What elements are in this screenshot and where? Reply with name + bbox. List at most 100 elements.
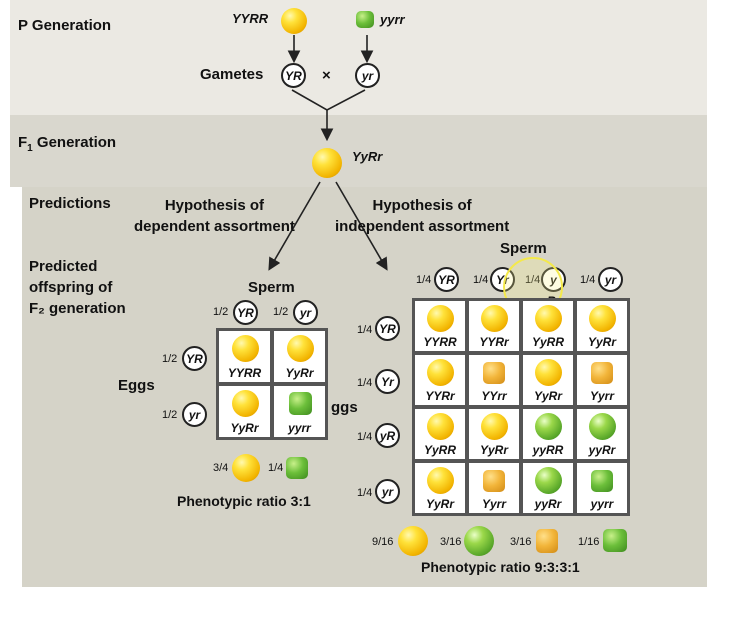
green-wrinkled-pea-icon <box>591 470 613 492</box>
independent-sperm-frac-2: 1/4 <box>473 274 489 286</box>
independent-cell-YYRR: YYRR <box>414 300 466 352</box>
yellow-wrinkled-pea-icon <box>483 470 505 492</box>
gamete-yr: yr <box>355 63 380 88</box>
cross-symbol: × <box>322 67 331 84</box>
dependent-sperm-gamete-yr: yr <box>293 300 318 325</box>
yellow-round-pea-icon <box>398 526 428 556</box>
genotype-label: Yyrr <box>589 389 615 403</box>
green-round-pea-icon <box>588 413 616 440</box>
dependent-punnett-square: YYRR YyRr YyRr yyrr <box>216 328 328 440</box>
genotype-label: YYrr <box>481 389 507 403</box>
dependent-ratio-frac-yellow: 3/4 <box>213 462 229 474</box>
yellow-round-pea-icon <box>588 305 616 332</box>
independent-phenotypic-ratio: Phenotypic ratio 9:3:3:1 <box>421 559 580 575</box>
genotype-label: yyRR <box>532 443 564 457</box>
independent-cell-yyRr: yyRr <box>522 462 574 514</box>
yellow-round-pea-icon <box>232 335 259 362</box>
yellow-round-pea-icon <box>426 305 454 332</box>
gamete-YR: YR <box>281 63 306 88</box>
independent-egg-frac-4: 1/4 <box>357 487 373 499</box>
yellow-wrinkled-pea-icon <box>591 362 613 384</box>
independent-sperm-frac-1: 1/4 <box>416 274 432 286</box>
independent-sperm-gamete-YR: YR <box>434 267 459 292</box>
gametes-label: Gametes <box>200 66 264 83</box>
green-wrinkled-pea-icon <box>286 457 308 479</box>
genotype-label: yyRr <box>534 497 562 511</box>
f1-yellow-round-pea-icon <box>312 148 342 178</box>
independent-ratio-frac-2: 3/16 <box>440 536 462 548</box>
independent-cell-YyRr: YyRr <box>414 462 466 514</box>
yellow-round-pea-icon <box>426 359 454 386</box>
f1-generation-band <box>10 115 707 187</box>
independent-cell-YyRr: YyRr <box>576 300 628 352</box>
independent-cell-YyRr: YyRr <box>522 354 574 406</box>
predicted-offspring-label: Predicted offspring of F₂ generation <box>29 258 126 317</box>
yellow-round-pea-icon <box>232 390 259 417</box>
independent-cell-YYrr: YYrr <box>468 354 520 406</box>
yellow-round-pea-icon <box>287 335 314 362</box>
dependent-cell-YYRR: YYRR <box>218 330 271 383</box>
yellow-round-pea-icon <box>281 8 307 34</box>
genotype-label: Yyrr <box>481 497 507 511</box>
parent1-genotype: YYRR <box>232 11 269 26</box>
independent-egg-gamete-Yr: Yr <box>375 369 400 394</box>
independent-cell-YyRR: YyRR <box>414 408 466 460</box>
green-round-pea-icon <box>464 526 494 556</box>
hypothesis-independent: Hypothesis of independent assortment <box>335 197 510 235</box>
yellow-round-pea-icon <box>480 305 508 332</box>
dependent-egg-gamete-yr: yr <box>182 402 207 427</box>
independent-ratio-frac-4: 1/16 <box>578 536 600 548</box>
independent-egg-gamete-YR: YR <box>375 316 400 341</box>
independent-cell-YYRr: YYRr <box>414 354 466 406</box>
independent-cell-YyRr: YyRr <box>468 408 520 460</box>
dependent-egg-frac-1: 1/2 <box>162 353 178 365</box>
independent-cell-Yyrr: Yyrr <box>576 354 628 406</box>
genotype-label: yyrr <box>590 497 614 511</box>
yellow-round-pea-icon <box>480 413 508 440</box>
yellow-wrinkled-pea-icon <box>483 362 505 384</box>
independent-cell-YYRr: YYRr <box>468 300 520 352</box>
independent-cell-YyRR: YyRR <box>522 300 574 352</box>
dependent-sperm-frac-1: 1/2 <box>213 306 229 318</box>
f1-genotype: YyRr <box>352 149 383 164</box>
independent-egg-gamete-yr: yr <box>375 479 400 504</box>
dependent-cell-YyRr-2: YyRr <box>218 385 271 438</box>
dependent-cell-yyrr: yyrr <box>273 385 326 438</box>
green-wrinkled-pea-icon <box>289 392 312 415</box>
green-wrinkled-pea-icon <box>603 529 627 552</box>
green-round-pea-icon <box>534 467 562 494</box>
dependent-phenotypic-ratio: Phenotypic ratio 3:1 <box>177 493 311 509</box>
hypothesis-dependent: Hypothesis of dependent assortment <box>134 197 295 235</box>
genotype-label: YYRR <box>423 335 457 349</box>
dependent-cell-YyRr-1: YyRr <box>273 330 326 383</box>
yellow-round-pea-icon <box>534 359 562 386</box>
independent-cell-yyRR: yyRR <box>522 408 574 460</box>
independent-ratio-frac-1: 9/16 <box>372 536 394 548</box>
genotype-label: YyRR <box>531 335 564 349</box>
genotype-label: YyRr <box>425 497 454 511</box>
yellow-round-pea-icon <box>426 467 454 494</box>
independent-cell-yyrr: yyrr <box>576 462 628 514</box>
independent-sperm-frac-4: 1/4 <box>580 274 596 286</box>
genotype-label: YyRr <box>533 389 562 403</box>
independent-egg-frac-2: 1/4 <box>357 377 373 389</box>
p-generation-label: P Generation <box>18 17 112 34</box>
dependent-sperm-frac-2: 1/2 <box>273 306 289 318</box>
dependent-sperm-label: Sperm <box>248 279 295 296</box>
genotype-label: YYRr <box>425 389 455 403</box>
yellow-round-pea-icon <box>232 454 260 482</box>
yellow-round-pea-icon <box>426 413 454 440</box>
yellow-round-pea-icon <box>534 305 562 332</box>
green-round-pea-icon <box>534 413 562 440</box>
green-wrinkled-pea-icon <box>356 11 374 28</box>
dependent-egg-frac-2: 1/2 <box>162 409 178 421</box>
independent-sperm-label: Sperm <box>500 240 547 257</box>
dependent-egg-gamete-YR: YR <box>182 346 207 371</box>
f1-generation-label: F1 Generation <box>18 134 117 154</box>
genotype-label: YYRr <box>479 335 509 349</box>
independent-egg-gamete-yR: yR <box>375 423 400 448</box>
genotype-label: YyRr <box>587 335 616 349</box>
independent-egg-frac-3: 1/4 <box>357 431 373 443</box>
yellow-wrinkled-pea-icon <box>536 529 558 553</box>
